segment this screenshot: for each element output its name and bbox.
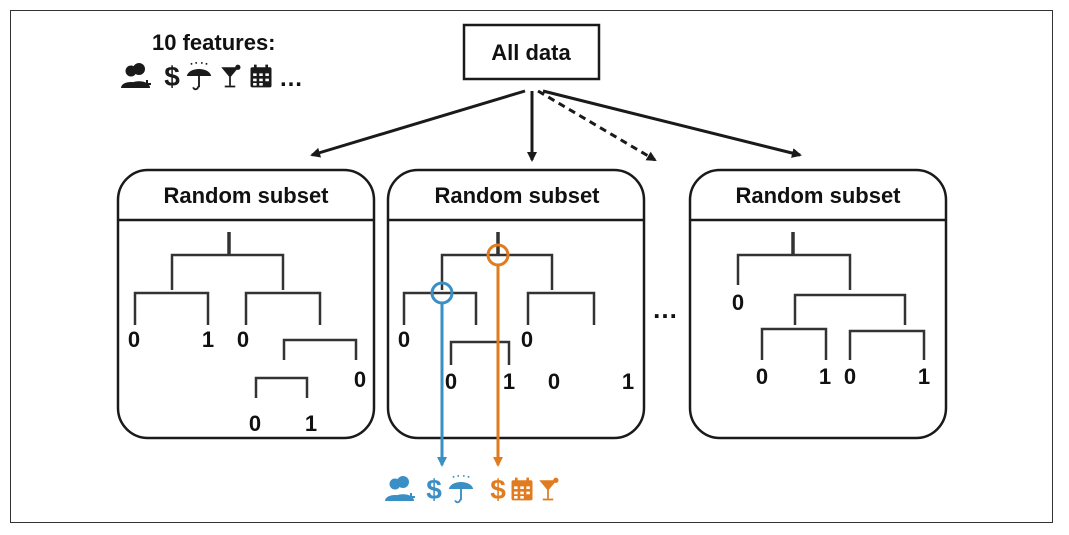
subset-title: Random subset	[163, 183, 329, 208]
leaf-label: 0	[844, 364, 856, 389]
orange-split-features	[490, 474, 559, 505]
dollar-icon	[426, 474, 443, 505]
subset-box	[688, 168, 948, 440]
leaf-labels: 0 0 1 0 1	[732, 290, 930, 389]
dollar-icon	[164, 61, 181, 92]
feature-icons	[121, 60, 272, 92]
features-label: 10 features:	[152, 30, 276, 55]
subset-title: Random subset	[434, 183, 600, 208]
leaf-labels: 0 1 0 0 0 1	[128, 327, 366, 436]
leaf-label: 1	[918, 364, 930, 389]
umbrella-rain-icon	[447, 473, 475, 504]
decision-tree	[736, 232, 926, 360]
leaf-label: 1	[503, 369, 515, 394]
more-subsets-ellipsis: …	[652, 294, 678, 324]
leaf-label: 0	[756, 364, 768, 389]
leaf-label: 0	[445, 369, 457, 394]
leaf-label: 0	[732, 290, 744, 315]
leaf-label: 1	[819, 364, 831, 389]
user-group-icon	[121, 63, 151, 88]
leaf-label: 0	[521, 327, 533, 352]
leaf-label: 0	[398, 327, 410, 352]
root-box	[462, 23, 601, 81]
arrow-to-subset-1	[310, 89, 526, 158]
decision-tree	[402, 232, 596, 365]
decision-tree	[133, 232, 358, 398]
root-arrows	[310, 89, 802, 162]
calendar-icon	[250, 64, 272, 88]
leaf-label: 1	[202, 327, 214, 352]
leaf-label: 1	[305, 411, 317, 436]
leaf-label: 0	[548, 369, 560, 394]
arrow-to-more-subsets	[537, 89, 657, 162]
umbrella-rain-icon	[185, 60, 213, 91]
leaf-label: 1	[622, 369, 634, 394]
leaf-label: 0	[249, 411, 261, 436]
figure-frame	[10, 10, 1053, 523]
user-group-icon	[385, 476, 415, 501]
leaf-labels: 0 0 0 1 0 1	[398, 327, 634, 394]
features-ellipsis: …	[279, 65, 303, 92]
arrow-to-subset-3	[542, 89, 802, 158]
blue-split-features	[385, 473, 475, 505]
subset-box	[386, 168, 646, 440]
subset-panel-2: Random subset 0 0 0 1 0 1	[386, 168, 646, 467]
subset-title: Random subset	[735, 183, 901, 208]
calendar-icon	[511, 477, 533, 501]
subset-panel-3: Random subset 0 0 1 0 1	[688, 168, 948, 440]
leaf-label: 0	[354, 367, 366, 392]
root-label: All data	[491, 40, 571, 65]
cocktail-icon	[221, 64, 241, 88]
dollar-icon	[490, 474, 507, 505]
leaf-label: 0	[237, 327, 249, 352]
leaf-label: 0	[128, 327, 140, 352]
cocktail-icon	[539, 477, 559, 501]
root-node: All data	[462, 23, 601, 81]
subset-panel-1: Random subset 0 1 0 0 0 1	[116, 168, 376, 440]
